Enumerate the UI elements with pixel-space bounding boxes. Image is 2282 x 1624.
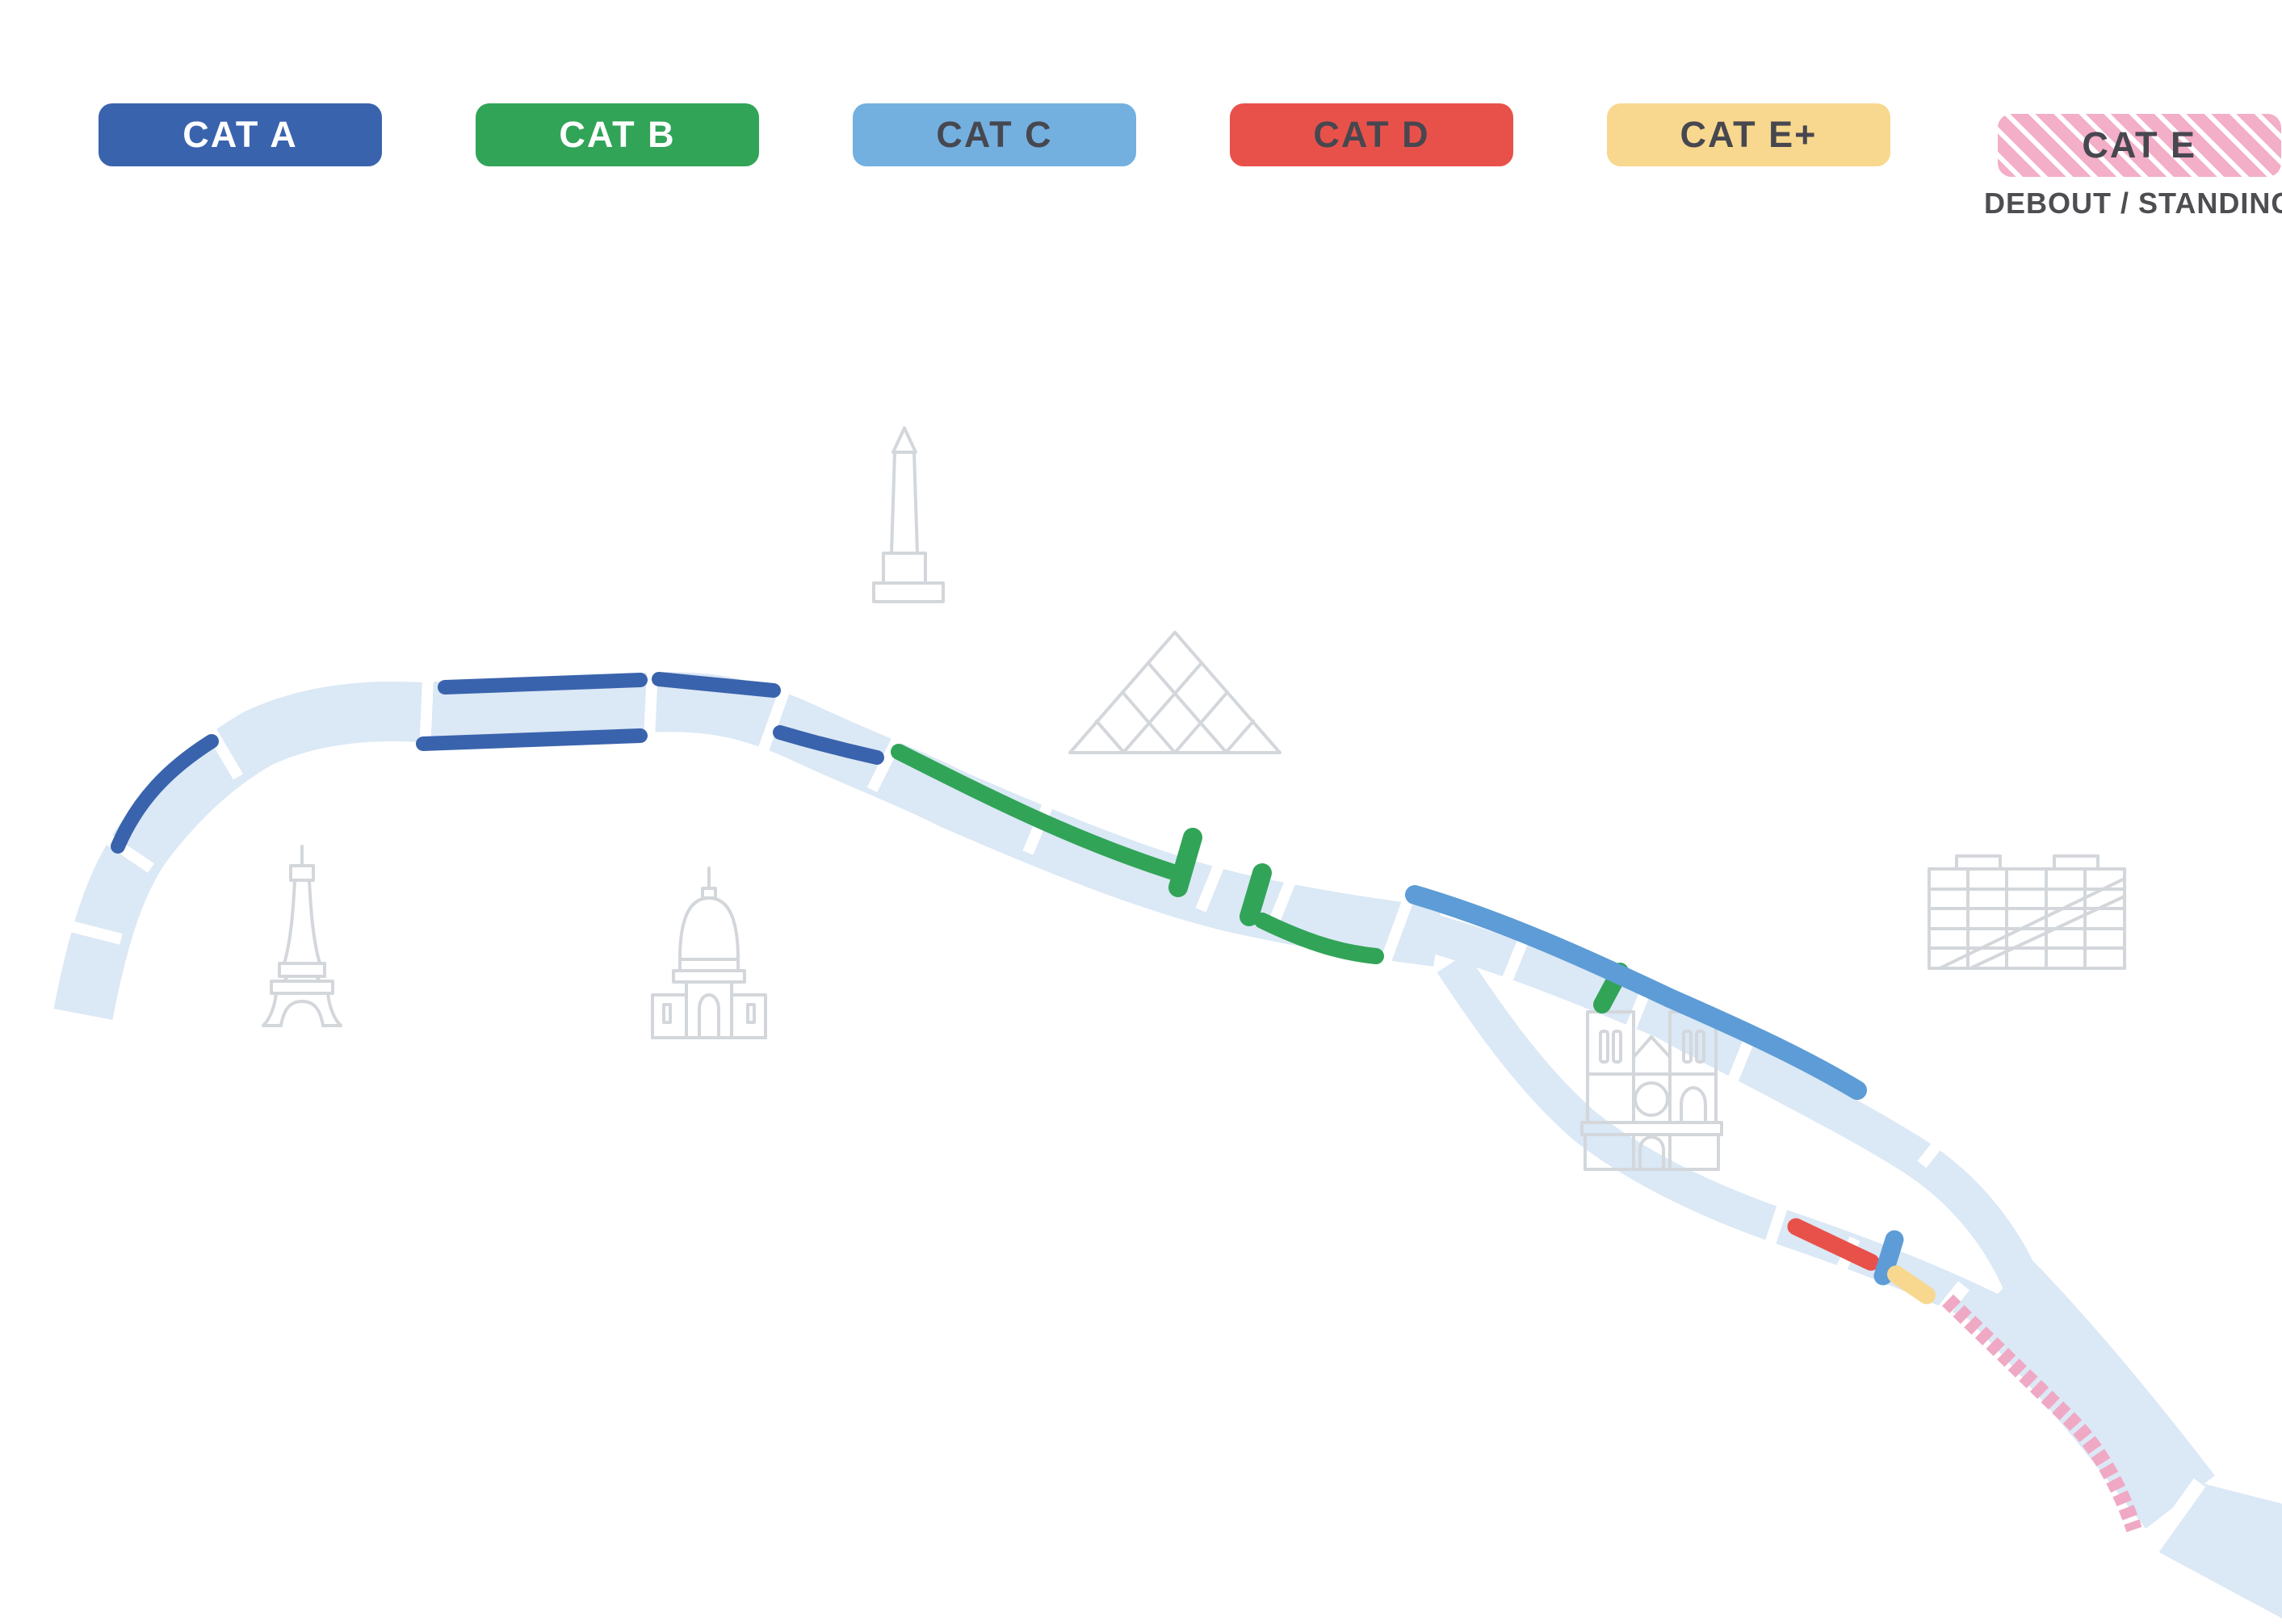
category-legend: CAT A CAT B CAT C CAT D CAT E+ CAT E DEB… [99,103,2282,220]
bridge-gap-7 [866,722,910,793]
segment-cat-e-plus-south-bank [1887,1265,1936,1304]
segment-cat-a-left-bank [111,734,219,854]
legend-item-cat-e: CAT E DEBOUT / STANDING [1984,114,2282,220]
segment-cat-b-upper-bank [891,744,1179,879]
segment-cat-b-bridge-1 [1168,828,1202,897]
segment-cat-a-lower-bank-1 [416,728,648,751]
bridge-gap-3 [195,711,244,780]
cat-e-plus-chip: CAT E+ [1607,103,1890,166]
segment-cat-c-bridge [1873,1230,1904,1286]
eiffel-tower-icon [262,845,342,1027]
bridge-gap-11 [1380,897,1414,963]
segment-layer [111,672,2142,1533]
legend-item-cat-c: CAT C [853,103,1136,220]
seine-south-channel [1437,952,2078,1371]
obelisk-icon [872,426,945,603]
bridge-gap-19 [2145,1478,2206,1555]
segment-cat-a-lower-bank-2 [773,725,884,765]
bridge-gap-2 [50,916,123,945]
bridge-gap-9 [1195,848,1231,913]
cat-c-chip: CAT C [853,103,1136,166]
centre-pompidou-icon [1928,854,2126,970]
cat-b-chip: CAT B [476,103,759,166]
legend-item-cat-b: CAT B [476,103,759,220]
bridge-layer [50,669,2206,1555]
segment-cat-a-upper-bank-2 [652,672,781,698]
bridge-gap-5 [644,669,658,739]
cat-d-chip: CAT D [1230,103,1513,166]
legend-item-cat-a: CAT A [99,103,382,220]
cat-a-chip: CAT A [99,103,382,166]
bridge-gap-16 [1760,1188,1793,1261]
bridge-gap-18 [1919,1281,1970,1339]
segment-cat-e-standing-bank [1942,1294,2142,1533]
legend-item-cat-d: CAT D [1230,103,1513,220]
seine-southeast-channel [1969,1260,2215,1529]
segment-cat-b-lower-bank [1254,913,1384,964]
segment-cat-a-upper-bank-1 [438,673,648,695]
legend-item-cat-e-plus: CAT E+ [1607,103,1890,220]
bridge-gap-6 [756,685,791,757]
louvre-pyramid-icon [1068,631,1282,754]
standing-note: DEBOUT / STANDING [1984,187,2282,220]
segment-cat-d-south-bank [1787,1218,1880,1271]
landmark-icons [262,426,2126,1171]
invalides-icon [651,867,767,1039]
segment-cat-b-bridge-2 [1240,863,1272,926]
bridge-gap-15 [1917,1115,1962,1169]
cat-e-chip: CAT E [1997,114,2281,177]
segment-cat-c-upper-bank [1405,885,1867,1100]
